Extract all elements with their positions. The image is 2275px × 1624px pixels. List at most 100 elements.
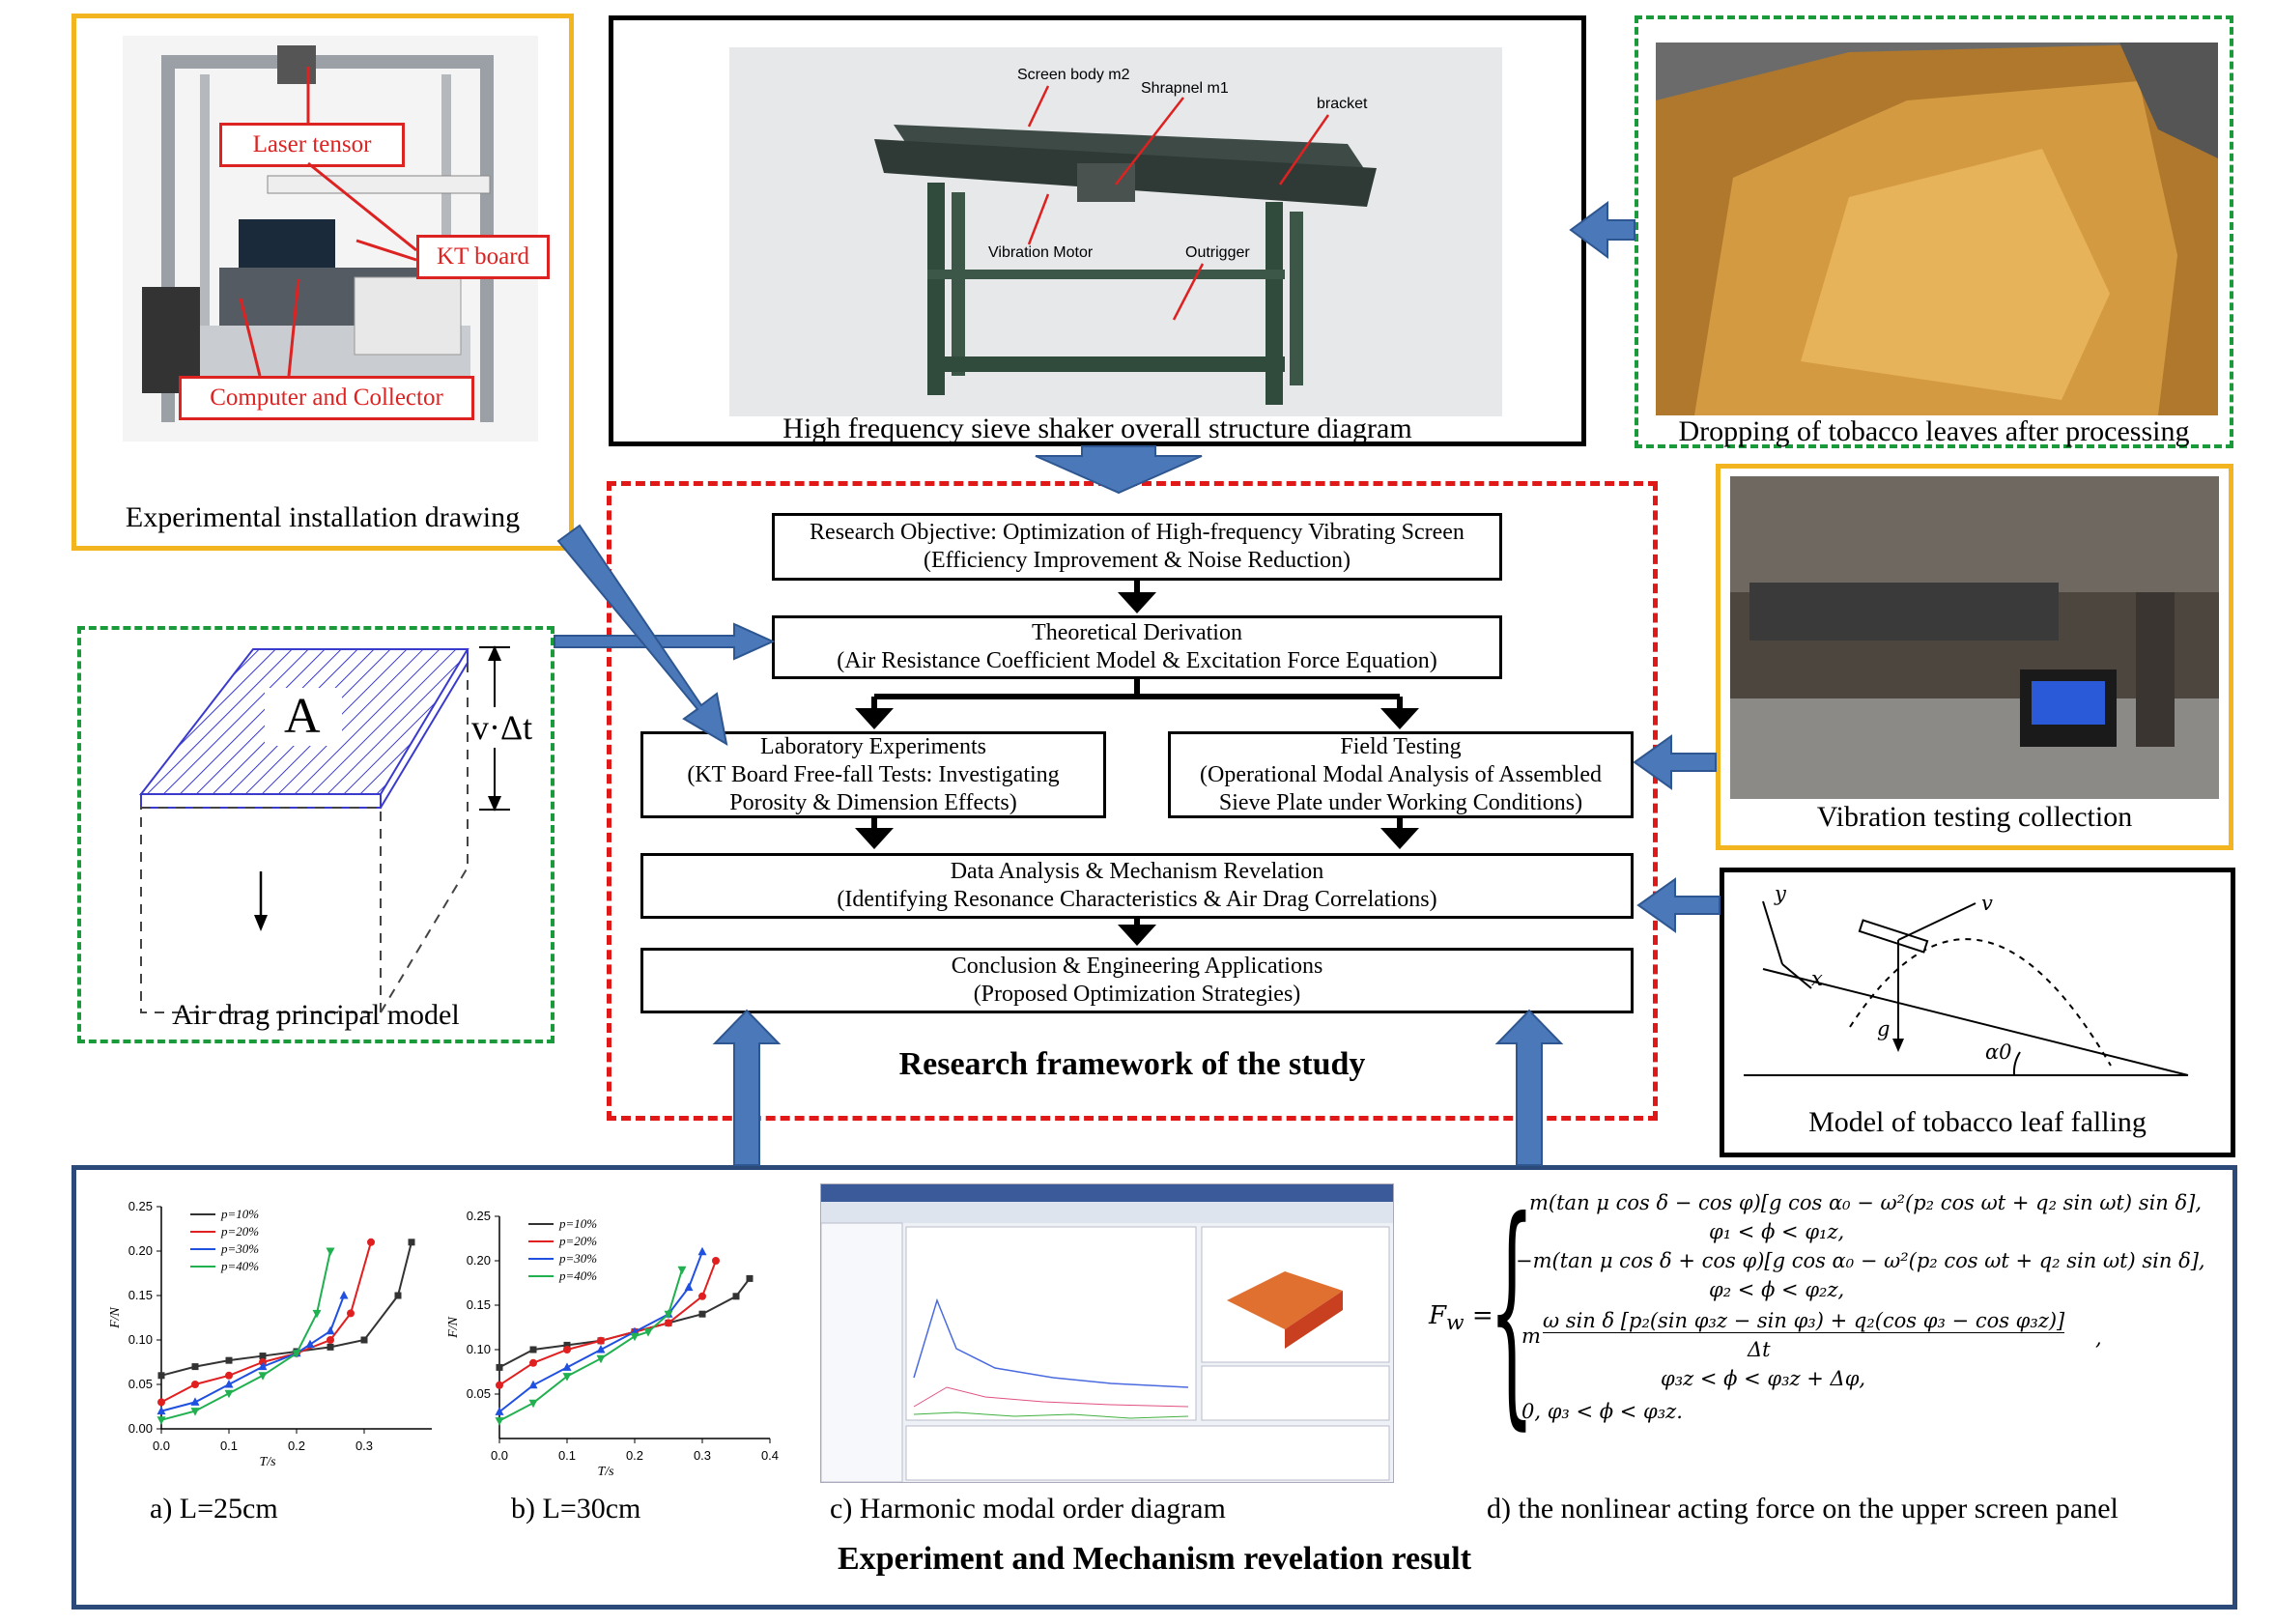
data-point	[190, 1397, 200, 1406]
falling-x-label: x	[1811, 967, 1823, 990]
kt-board-label: KT board	[416, 235, 550, 279]
y-axis-label: F/N	[108, 1306, 123, 1328]
series-line	[498, 1260, 717, 1386]
data-point	[698, 1292, 706, 1300]
y-tick-label: 0.20	[467, 1253, 491, 1268]
legend-entry: p=20%	[558, 1234, 597, 1248]
data-point	[495, 1417, 504, 1426]
experimental-caption: Experimental installation drawing	[125, 501, 521, 533]
data-point	[643, 1328, 653, 1337]
x-tick-label: 0.1	[558, 1448, 576, 1463]
data-point	[495, 1407, 504, 1415]
sieve-caption: High frequency sieve shaker overall stru…	[782, 413, 1412, 444]
falling-alpha-label: α0	[1985, 1040, 2012, 1064]
data-point	[562, 1373, 572, 1382]
legend-entry: p=30%	[220, 1241, 259, 1256]
vibration-caption: Vibration testing collection	[1816, 801, 2133, 833]
y-tick-label: 0.25	[467, 1209, 491, 1223]
x-tick-label: 0.2	[288, 1439, 305, 1453]
sieve-render	[729, 47, 1502, 416]
series-line	[498, 1268, 683, 1422]
vibration-panel: Vibration testing collection	[1716, 464, 2233, 850]
data-point	[712, 1257, 720, 1265]
y-tick-label: 0.05	[128, 1377, 153, 1391]
data-point	[496, 1381, 503, 1389]
data-point	[157, 1398, 165, 1407]
legend-entry: p=30%	[558, 1251, 597, 1266]
x-tick-label: 0.0	[153, 1439, 170, 1453]
arrow-vibration-left	[1633, 734, 1717, 790]
y-tick-label: 0.05	[467, 1386, 491, 1401]
falling-v-label: v	[1981, 892, 1993, 915]
data-point	[327, 1336, 334, 1344]
framework-title: Research framework of the study	[898, 1046, 1366, 1082]
formula-lhs: F	[1429, 1301, 1447, 1330]
data-point	[347, 1309, 355, 1318]
falling-panel: y x v g α0 Model of tobacco leaf falling	[1720, 868, 2235, 1157]
laser-tensor-label: Laser tensor	[219, 123, 405, 167]
arrow-sieve-down	[1035, 445, 1203, 495]
data-point	[312, 1309, 322, 1319]
x-tick-label: 0.4	[761, 1448, 779, 1463]
field-box: Field Testing (Operational Modal Analysi…	[1168, 731, 1634, 818]
vibration-motor-label: Vibration Motor	[988, 244, 1094, 261]
formula-line4: 0, φ₃ < ϕ < φ₃z.	[1521, 1400, 1683, 1423]
bracket-label: bracket	[1317, 96, 1368, 112]
data-point	[224, 1389, 234, 1399]
data-point	[563, 1341, 571, 1349]
data-point	[529, 1346, 537, 1353]
data-point	[326, 1247, 335, 1256]
data-point	[596, 1345, 606, 1353]
force-formula: Fw = { m(tan μ cos δ − cos φ)[g cos α₀ −…	[1429, 1185, 2221, 1475]
tobacco-panel: Dropping of tobacco leaves after process…	[1635, 15, 2233, 448]
x-tick-label: 0.3	[694, 1448, 711, 1463]
data-point	[563, 1346, 571, 1353]
results-title: Experiment and Mechanism revelation resu…	[837, 1541, 1472, 1577]
data-point	[156, 1406, 166, 1415]
caption-a: a) L=25cm	[150, 1493, 278, 1524]
data-point	[698, 1310, 706, 1318]
x-axis-label: T/s	[597, 1465, 614, 1479]
data-point	[408, 1239, 415, 1246]
formula-eq: =	[1471, 1301, 1493, 1330]
data-point	[562, 1362, 572, 1371]
x-tick-label: 0.3	[355, 1439, 373, 1453]
data-point	[157, 1372, 165, 1380]
vibration-photo	[1730, 476, 2219, 799]
caption-d: d) the nonlinear acting force on the upp…	[1487, 1493, 2119, 1524]
experimental-panel: Laser tensor KT board Computer and Colle…	[71, 14, 574, 551]
data-point	[360, 1336, 368, 1344]
y-tick-label: 0.00	[128, 1421, 153, 1436]
formula-line3-suffix: ,	[2095, 1326, 2102, 1350]
sieve-panel: Screen body m2 Shrapnel m1 bracket Vibra…	[609, 15, 1586, 446]
y-tick-label: 0.10	[128, 1332, 153, 1347]
formula-line2: −m(tan μ cos δ + cos φ)[g cos α₀ − ω²(p₂…	[1516, 1249, 2205, 1272]
y-tick-label: 0.25	[128, 1199, 153, 1213]
formula-cond2: φ₂ < ϕ < φ₂z,	[1709, 1278, 1845, 1301]
formula-lhs-sub: w	[1446, 1311, 1465, 1336]
screen-body-label: Screen body m2	[1017, 67, 1130, 83]
air-drag-panel: A v·Δt Air drag principal model	[77, 626, 555, 1043]
label-pointers	[239, 67, 417, 377]
arrow-falling-left	[1636, 877, 1720, 933]
data-point	[684, 1282, 694, 1292]
data-point	[630, 1332, 640, 1342]
series-line	[160, 1241, 372, 1404]
data-point	[339, 1291, 349, 1299]
data-point	[326, 1325, 335, 1335]
computer-collector-label: Computer and Collector	[179, 376, 474, 420]
data-point	[292, 1350, 301, 1358]
framework-connectors	[855, 581, 1419, 946]
data-point	[258, 1361, 268, 1371]
data-point	[677, 1266, 687, 1275]
data-point	[156, 1416, 166, 1425]
y-axis-label: F/N	[446, 1316, 461, 1338]
formula-line3-den: Δt	[1748, 1338, 1771, 1361]
data-point	[732, 1293, 740, 1300]
data-point	[665, 1319, 672, 1327]
conclusion-box: Conclusion & Engineering Applications (P…	[640, 948, 1634, 1013]
data-point	[529, 1358, 537, 1367]
